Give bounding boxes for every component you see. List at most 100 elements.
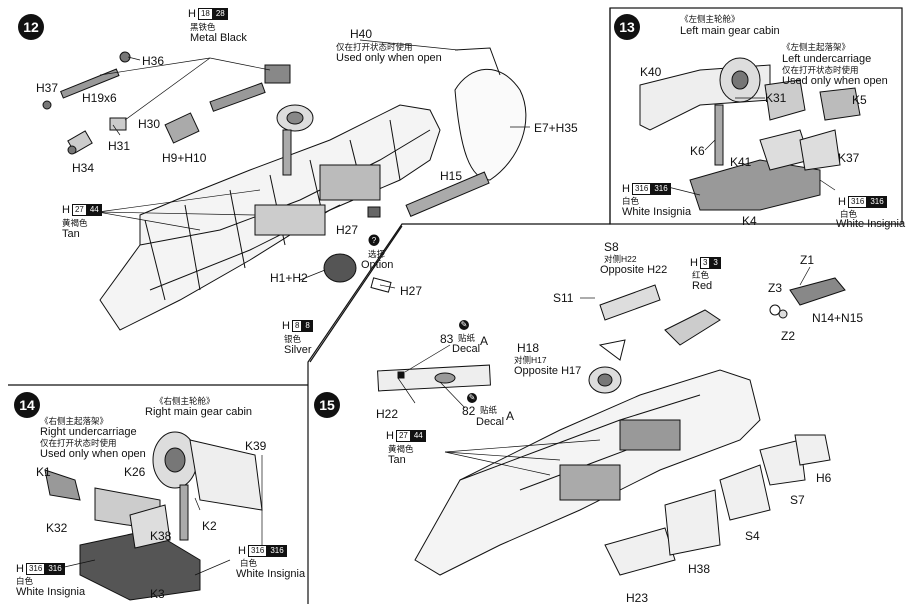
step12-fuselage — [99, 104, 441, 331]
paint-prefix: H — [690, 257, 698, 269]
paint-code-box: 316 — [267, 545, 287, 557]
s14-sub-en: Right undercarriage — [40, 426, 137, 438]
decal-b-cn: 贴纸 — [480, 405, 498, 415]
step13-gear-cabin — [639, 57, 861, 211]
paint-white-13a: H 316 316 — [622, 183, 671, 195]
label-k37: K37 — [838, 151, 860, 165]
paint-code-box: 316 — [651, 183, 671, 195]
label-82: 82 — [462, 404, 476, 418]
s14-sub-en2: Used only when open — [40, 448, 146, 460]
s13-sub-cn2: 仅在打开状态时使用 — [782, 65, 859, 75]
s14-sub-cn2: 仅在打开状态时使用 — [40, 438, 117, 448]
label-h31: H31 — [108, 139, 131, 153]
label-k4: K4 — [742, 214, 757, 228]
paint-silver-cn: 银色 — [284, 334, 302, 344]
label-h9-h10: H9+H10 — [162, 151, 207, 165]
paint-tan-cn: 黄褐色 — [62, 218, 88, 228]
label-h40: H40 — [350, 27, 373, 41]
paint-prefix: H — [838, 196, 846, 208]
decal-a-cn: 贴纸 — [458, 333, 476, 343]
label-h1-h2: H1+H2 — [270, 271, 308, 285]
label-k31: K31 — [765, 91, 787, 105]
paint-white-13b-en: White Insignia — [836, 218, 906, 230]
label-z3: Z3 — [768, 281, 783, 295]
decal-a-en: Decal — [452, 343, 481, 355]
option-en: Option — [361, 259, 394, 271]
label-h36: H36 — [142, 54, 165, 68]
paint-white-14b-en: White Insignia — [236, 568, 306, 580]
decal-b-letter: A — [506, 409, 515, 423]
paint-white-14a: H 316 316 — [16, 563, 65, 575]
option-cn: 选择 — [368, 249, 386, 259]
paint-silver: H 8 8 — [282, 320, 313, 332]
paint-code: 18 — [197, 8, 213, 20]
paint-code-box: 44 — [410, 430, 426, 442]
label-h37: H37 — [36, 81, 59, 95]
label-z2: Z2 — [781, 329, 796, 343]
label-h19: H19x6 — [82, 91, 117, 105]
decal-icon-a: ✎ — [459, 320, 469, 330]
label-h22: H22 — [376, 407, 399, 421]
label-k38: K38 — [150, 529, 172, 543]
paint-prefix: H — [238, 545, 246, 557]
label-e7-h35: E7+H35 — [534, 121, 578, 135]
paint-red-en: Red — [692, 280, 713, 292]
label-s7: S7 — [790, 493, 805, 507]
s13-sub-en: Left undercarriage — [782, 53, 872, 65]
step12-wheel — [276, 104, 314, 176]
label-s11: S11 — [553, 291, 574, 305]
paint-white-13b: H 316 316 — [838, 196, 887, 208]
label-h27-b: H27 — [400, 284, 423, 298]
label-k5: K5 — [852, 93, 867, 107]
label-h40-en: Used only when open — [336, 52, 442, 64]
step12-canopy — [454, 47, 527, 181]
step-14-number: 14 — [14, 392, 40, 418]
label-83: 83 — [440, 332, 454, 346]
paint-white-14a-cn: 白色 — [16, 576, 34, 586]
label-s8: S8 — [604, 240, 619, 254]
paint-white-14a-en: White Insignia — [16, 586, 86, 598]
paint-prefix: H — [282, 320, 290, 332]
paint-tan-15-cn: 黄褐色 — [388, 444, 414, 454]
label-k2: K2 — [202, 519, 217, 533]
paint-code: 316 — [25, 563, 46, 575]
paint-prefix: H — [386, 430, 394, 442]
step15-fuselage — [377, 277, 846, 576]
paint-red-cn: 红色 — [692, 270, 710, 280]
paint-prefix: H — [16, 563, 24, 575]
label-k3: K3 — [150, 587, 165, 601]
paint-code-box: 8 — [302, 320, 313, 332]
s14-title-cn: 《右侧主轮舱》 — [155, 396, 215, 406]
paint-white-13b-cn: 白色 — [840, 209, 858, 219]
paint-code-box: 3 — [710, 257, 721, 269]
decal-icon-b: ✎ — [467, 393, 477, 403]
s13-title-en: Left main gear cabin — [680, 25, 780, 37]
paint-metal-cn: 黑铁色 — [190, 22, 216, 32]
paint-code-box: 44 — [86, 204, 102, 216]
label-h18: H18 — [517, 341, 540, 355]
paint-code: 316 — [631, 183, 652, 195]
s13-sub-en2: Used only when open — [782, 75, 888, 87]
label-s8-en: Opposite H22 — [600, 264, 668, 276]
label-k41: K41 — [730, 155, 752, 169]
label-k26: K26 — [124, 465, 146, 479]
paint-code: 8 — [291, 320, 303, 332]
paint-prefix: H — [188, 8, 196, 20]
paint-code: 27 — [71, 204, 87, 216]
label-h18-cn: 对侧H17 — [514, 355, 547, 365]
paint-white-13a-en: White Insignia — [622, 206, 692, 218]
label-h40-cn: 仅在打开状态时使用 — [336, 42, 413, 52]
option-icon: ? — [369, 236, 379, 246]
label-k6: K6 — [690, 144, 705, 158]
paint-white-14b: H 316 316 — [238, 545, 287, 557]
paint-code: 316 — [847, 196, 868, 208]
paint-metal-en: Metal Black — [190, 32, 247, 44]
paint-prefix: H — [622, 183, 630, 195]
paint-code: 27 — [395, 430, 411, 442]
paint-code-box: 316 — [45, 563, 65, 575]
paint-tan-15-en: Tan — [388, 454, 406, 466]
label-s8-cn: 对侧H22 — [604, 254, 637, 264]
label-h6: H6 — [816, 471, 832, 485]
label-n14-n15: N14+N15 — [812, 311, 864, 325]
